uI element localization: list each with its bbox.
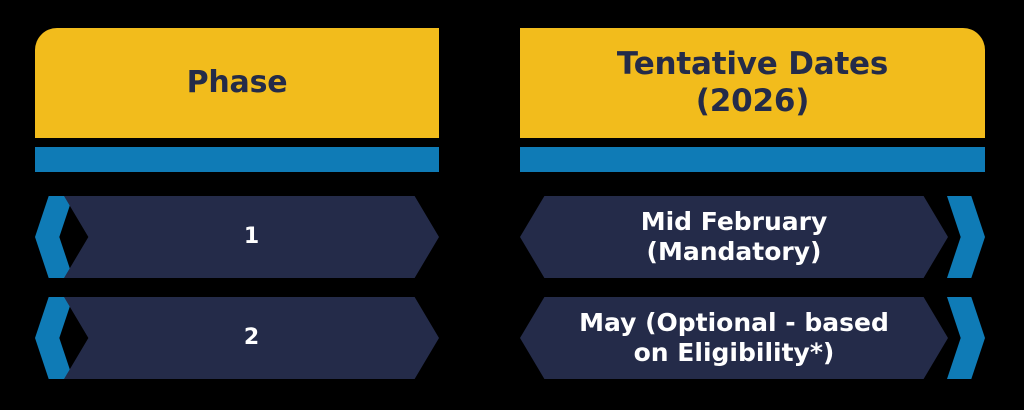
column-header-tentative-dates: Tentative Dates (2026) [520,28,985,138]
cell-dates-value: Mid February (Mandatory) [640,207,828,266]
cell-dates-value: May (Optional - based on Eligibility*) [579,308,889,367]
column-header-tentative-dates-label: Tentative Dates (2026) [616,46,889,119]
table-row: 1 [35,196,439,278]
table-row: Mid February (Mandatory) [520,196,985,278]
header-accent-rule-right [520,147,985,172]
column-header-phase-label: Phase [186,65,288,101]
cell-phase: 2 [64,297,439,379]
cell-dates: Mid February (Mandatory) [520,196,948,278]
table-row: 2 [35,297,439,379]
chevron-right-accent-icon [947,196,985,278]
header-accent-rule-left [35,147,439,172]
table-row: May (Optional - based on Eligibility*) [520,297,985,379]
column-header-phase: Phase [35,28,439,138]
cell-dates: May (Optional - based on Eligibility*) [520,297,948,379]
cell-phase-value: 2 [243,324,260,350]
chevron-left-accent-icon [35,196,73,278]
chevron-left-accent-icon [35,297,73,379]
cell-phase-value: 1 [243,223,260,249]
chevron-right-accent-icon [947,297,985,379]
cell-phase: 1 [64,196,439,278]
